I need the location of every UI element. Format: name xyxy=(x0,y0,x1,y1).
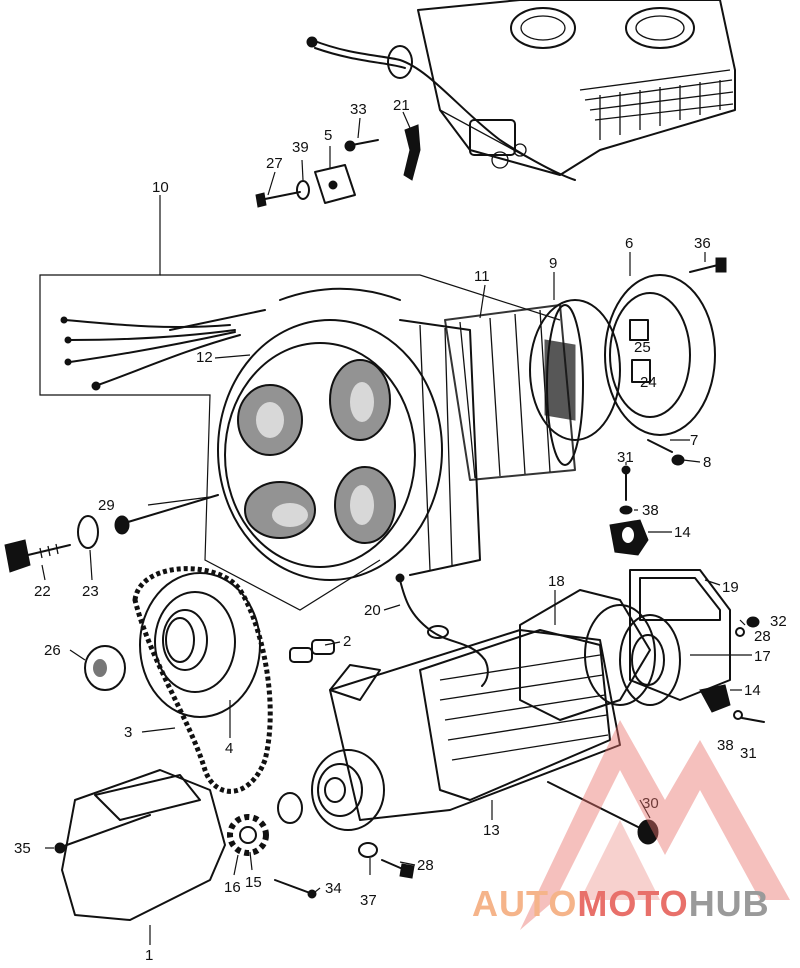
callout-36: 36 xyxy=(694,235,711,252)
callout-23: 23 xyxy=(82,583,99,600)
callout-7: 7 xyxy=(690,432,698,449)
bushing-26-part xyxy=(84,645,126,691)
rotor-cover-6-part xyxy=(604,274,716,436)
plate-5-part xyxy=(314,164,356,204)
callout-10: 10 xyxy=(152,179,169,196)
callout-8: 8 xyxy=(703,454,711,471)
cable-harness-top xyxy=(306,36,576,181)
callout-18: 18 xyxy=(548,573,565,590)
callout-20: 20 xyxy=(364,602,381,619)
screw-31-upper-part xyxy=(621,465,631,501)
callout-12: 12 xyxy=(196,349,213,366)
clamp-14-upper-part xyxy=(609,519,649,556)
bolt-35-part xyxy=(54,814,151,854)
screw-33-part xyxy=(344,139,379,152)
group-outline-10b xyxy=(160,274,561,321)
gasket-17-part xyxy=(619,614,681,706)
watermark-moto: MOTO xyxy=(577,883,688,924)
screw-31-lower-part xyxy=(741,717,765,723)
callout-6: 6 xyxy=(625,235,633,252)
callout-34: 34 xyxy=(325,880,342,897)
bolt-28-lower-part xyxy=(381,859,415,879)
callout-3: 3 xyxy=(124,724,132,741)
callout-1: 1 xyxy=(145,947,153,964)
plate-9-part xyxy=(529,299,621,441)
bolt-29-part xyxy=(114,494,219,535)
pinion-15-part xyxy=(227,814,269,856)
callout-24: 24 xyxy=(640,374,657,391)
callout-22: 22 xyxy=(34,583,51,600)
callout-14-upper: 14 xyxy=(674,524,691,541)
washer-39-part xyxy=(296,180,310,200)
callout-31-upper: 31 xyxy=(617,449,634,466)
callout-31-lower: 31 xyxy=(740,745,757,762)
callout-5: 5 xyxy=(324,127,332,144)
callout-17: 17 xyxy=(754,648,771,665)
brush-holder-18-part xyxy=(519,589,656,721)
bolt-22-part xyxy=(4,539,71,573)
bolt-27-part xyxy=(255,191,301,208)
wire-leads-10-part xyxy=(60,287,401,391)
callout-13: 13 xyxy=(483,822,500,839)
group-outline-10 xyxy=(39,195,381,611)
callout-2: 2 xyxy=(343,633,351,650)
crankcase-part xyxy=(417,0,736,176)
washer-38-upper-part xyxy=(619,505,633,515)
callout-labels: 1 2 3 4 5 6 7 8 9 10 11 12 13 14 14 15 1… xyxy=(14,97,787,964)
callout-19: 19 xyxy=(722,579,739,596)
callout-14-lower: 14 xyxy=(744,682,761,699)
watermark-hub: HUB xyxy=(689,883,770,924)
callout-25: 25 xyxy=(634,339,651,356)
bolt-36-part xyxy=(689,257,727,273)
callout-11: 11 xyxy=(474,268,490,285)
washer-23-part xyxy=(77,515,99,549)
svg-text:AUTOMOTOHUB: AUTOMOTOHUB xyxy=(472,883,770,924)
callout-35: 35 xyxy=(14,840,31,857)
callout-32: 32 xyxy=(770,613,787,630)
starter-motor-13-part xyxy=(311,629,621,831)
link-2-part xyxy=(289,639,335,663)
stator-12-part xyxy=(217,319,481,581)
callout-28-lower: 28 xyxy=(417,857,434,874)
watermark-auto: AUTO xyxy=(472,883,577,924)
chain-3-part xyxy=(132,566,273,794)
washer-38-lower-part xyxy=(733,710,743,720)
callout-37: 37 xyxy=(360,892,377,909)
callout-29: 29 xyxy=(98,497,115,514)
spring-7-part xyxy=(647,439,673,453)
watermark-brand-text: AUTOMOTOHUB xyxy=(472,883,770,924)
callout-9: 9 xyxy=(549,255,557,272)
bushing-16-part xyxy=(277,792,303,824)
callout-33: 33 xyxy=(350,101,367,118)
callout-26: 26 xyxy=(44,642,61,659)
watermark-logo xyxy=(520,720,790,930)
callout-4: 4 xyxy=(225,740,233,757)
callout-16: 16 xyxy=(224,879,241,896)
callout-39: 39 xyxy=(292,139,309,156)
bolt-30-part xyxy=(547,781,659,845)
callout-28-right: 28 xyxy=(754,628,771,645)
washer-28-right-part xyxy=(735,627,745,637)
callout-21: 21 xyxy=(393,97,410,114)
screw-32-part xyxy=(746,616,760,628)
callout-38-lower: 38 xyxy=(717,737,734,754)
pin-8-part xyxy=(671,454,685,466)
bolt-34-part xyxy=(274,879,317,899)
sprocket-4-part xyxy=(139,572,261,718)
clip-21-part xyxy=(403,124,421,181)
cover-1-part xyxy=(61,769,226,921)
callout-15: 15 xyxy=(245,874,262,891)
callout-30: 30 xyxy=(642,795,659,812)
clamp-14-lower-part xyxy=(699,684,731,713)
cable-20-part xyxy=(395,573,489,687)
callout-38-upper: 38 xyxy=(642,502,659,519)
leader-lines xyxy=(41,111,752,945)
callout-27: 27 xyxy=(266,155,283,172)
washer-37-part xyxy=(358,842,378,858)
